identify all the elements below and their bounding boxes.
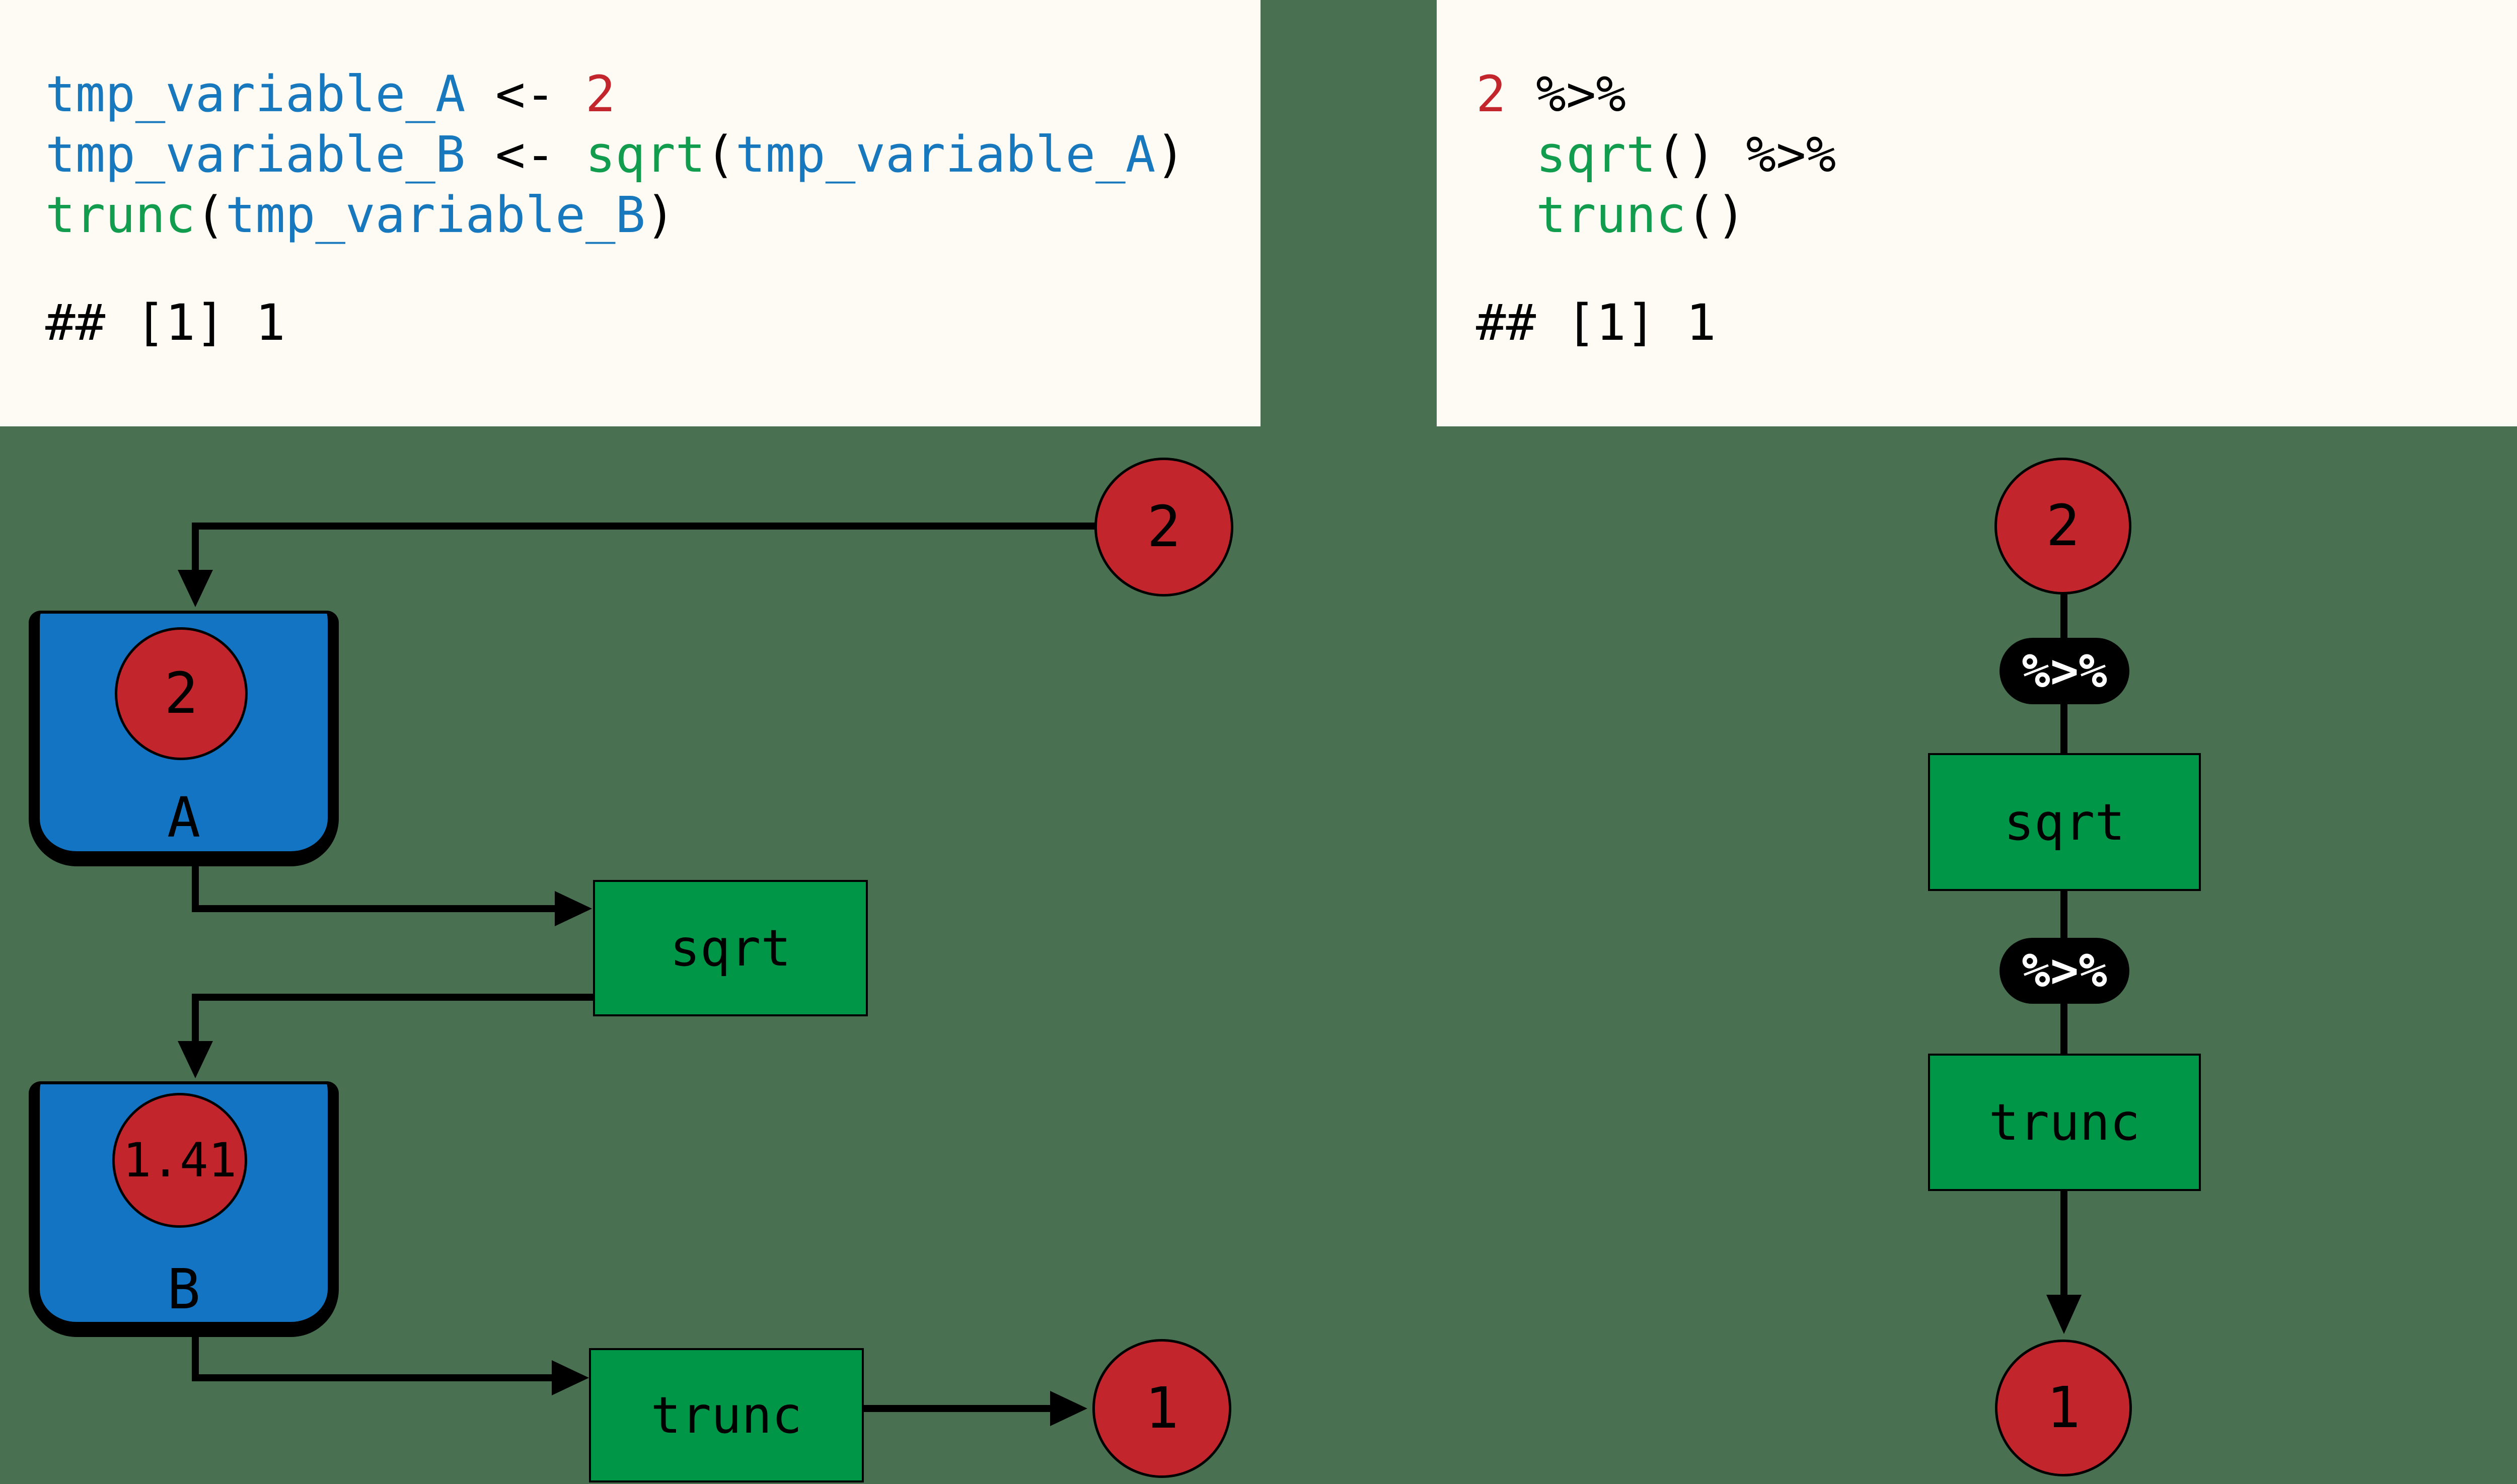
pipe-sqrt-function-box: sqrt bbox=[1928, 753, 2201, 891]
code-token: ( bbox=[705, 126, 735, 184]
code-token: 2 bbox=[1476, 65, 1506, 123]
code-token: () bbox=[1686, 186, 1746, 244]
arrowhead-into-trunc-left bbox=[552, 1360, 589, 1395]
sqrt-function-box: sqrt bbox=[593, 880, 868, 1016]
code-token: <- bbox=[465, 65, 585, 123]
bucket-a-label: A bbox=[167, 785, 201, 850]
code-line: tmp_variable_B <- sqrt(tmp_variable_A) bbox=[45, 125, 1186, 185]
code-token: sqrt bbox=[1536, 126, 1656, 184]
arrowhead-into-bucket-b bbox=[178, 1041, 213, 1078]
bucket-a-value-circle: 2 bbox=[115, 627, 248, 760]
left-code-panel: tmp_variable_A <- 2 tmp_variable_B <- sq… bbox=[0, 0, 1261, 426]
code-line: 2 %>% bbox=[1476, 64, 1836, 125]
right-code-panel: 2 %>% sqrt() %>% trunc() ## [1] 1 bbox=[1437, 0, 2517, 426]
code-token: tmp_variable_B bbox=[45, 126, 466, 184]
trunc-function-box: trunc bbox=[589, 1348, 864, 1482]
code-token: () %>% bbox=[1656, 126, 1836, 184]
connector-bucket-b-to-trunc bbox=[192, 1336, 552, 1381]
code-token: ( bbox=[195, 186, 226, 244]
connector-input-to-bucket-a bbox=[192, 523, 1100, 570]
left-code-block: tmp_variable_A <- 2 tmp_variable_B <- sq… bbox=[45, 64, 1186, 246]
pipe-output-value-circle: 1 bbox=[1995, 1340, 2132, 1476]
code-token: 2 bbox=[585, 65, 616, 123]
right-code-output: ## [1] 1 bbox=[1476, 294, 1716, 352]
bucket-b-value-circle: 1.41 bbox=[112, 1093, 247, 1228]
arrowhead-into-output-circle bbox=[2046, 1295, 2082, 1334]
code-token: tmp_variable_B bbox=[225, 186, 646, 244]
code-token: <- bbox=[465, 126, 585, 184]
code-token: trunc bbox=[45, 186, 196, 244]
code-line: sqrt() %>% bbox=[1476, 125, 1836, 185]
arrowhead-into-sqrt-left bbox=[555, 891, 592, 926]
code-token: %>% bbox=[1506, 65, 1626, 123]
input-value-circle: 2 bbox=[1094, 458, 1233, 597]
code-token: tmp_variable_A bbox=[735, 126, 1156, 184]
code-token: ) bbox=[1155, 126, 1186, 184]
code-line: trunc(tmp_variable_B) bbox=[45, 185, 1186, 246]
code-token: sqrt bbox=[585, 126, 706, 184]
code-token: trunc bbox=[1536, 186, 1686, 244]
left-code-output: ## [1] 1 bbox=[45, 294, 285, 352]
connector-bucket-a-to-sqrt bbox=[192, 865, 555, 912]
arrowhead-into-output-left bbox=[1050, 1391, 1087, 1426]
arrowhead-into-bucket-a bbox=[178, 570, 213, 607]
code-token: ) bbox=[645, 186, 676, 244]
right-code-block: 2 %>% sqrt() %>% trunc() bbox=[1476, 64, 1836, 246]
connector-sqrt-to-bucket-b bbox=[192, 994, 594, 1041]
pipe-operator-pill-2: %>% bbox=[2000, 938, 2129, 1004]
output-value-circle: 1 bbox=[1092, 1339, 1231, 1478]
code-line: tmp_variable_A <- 2 bbox=[45, 64, 1186, 125]
code-token: tmp_variable_A bbox=[45, 65, 466, 123]
pipe-operator-pill-1: %>% bbox=[2000, 638, 2129, 704]
code-line: trunc() bbox=[1476, 185, 1836, 246]
pipe-input-value-circle: 2 bbox=[1994, 458, 2131, 595]
bucket-b-label: B bbox=[167, 1257, 201, 1321]
pipe-trunc-function-box: trunc bbox=[1928, 1054, 2201, 1191]
